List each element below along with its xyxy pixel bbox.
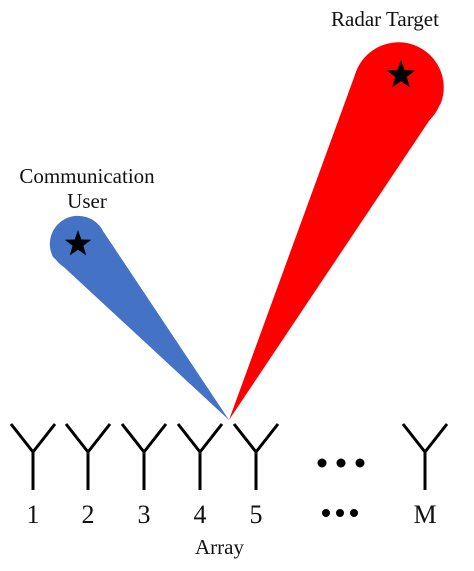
comm-beam	[49, 215, 229, 420]
array-label: Array	[195, 535, 244, 559]
antenna-1-icon	[9, 423, 57, 490]
ellipsis-lower-icon	[322, 509, 358, 517]
ellipsis-upper-icon	[317, 458, 365, 468]
antenna-2-icon	[64, 423, 112, 490]
antenna-4-icon	[176, 423, 224, 490]
comm-star-icon	[64, 230, 92, 256]
radar-beam	[229, 42, 444, 420]
antenna-label-2: 2	[81, 500, 95, 529]
antenna-label-4: 4	[193, 500, 207, 529]
radar-beam-tip	[353, 43, 443, 133]
radar-target-label: Radar Target	[331, 7, 439, 31]
antenna-array	[9, 423, 449, 490]
antenna-m-icon	[401, 423, 449, 490]
communication-user-label: Communication User	[7, 164, 167, 214]
antenna-label-3: 3	[137, 500, 151, 529]
antenna-label-m: M	[413, 500, 437, 529]
radar-star-icon	[386, 60, 416, 88]
antenna-label-1: 1	[26, 500, 40, 529]
antenna-5-icon	[232, 423, 280, 490]
communication-user-line2: User	[67, 189, 107, 213]
antenna-label-5: 5	[249, 500, 263, 529]
antenna-3-icon	[120, 423, 168, 490]
communication-user-line1: Communication	[19, 164, 155, 188]
